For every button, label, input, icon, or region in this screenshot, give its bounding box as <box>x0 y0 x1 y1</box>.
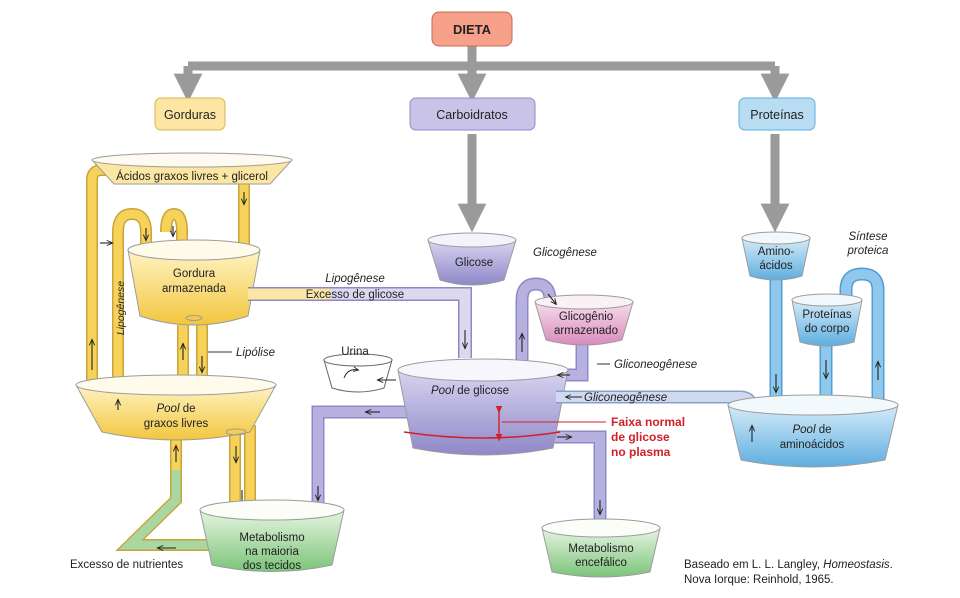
citation-line-2: Nova Iorque: Reinhold, 1965. <box>684 574 834 586</box>
diet-box <box>431 11 513 47</box>
synthesis-label-2: proteica <box>847 245 889 257</box>
glycogen-label-1: Glicogênio <box>559 311 613 323</box>
fat-box <box>154 97 226 131</box>
excess-glucose-label: Excesso de glicose <box>306 289 404 301</box>
fatty-acid-pool-basin <box>75 384 277 441</box>
normal-range-label-2: de glicose <box>611 430 670 444</box>
lipogenesis-label: Lipogênese <box>325 273 384 285</box>
normal-range-label-1: Faixa normal <box>611 415 685 429</box>
protein-label: Proteínas <box>750 108 804 122</box>
tissue-metabolism: Metabolismo na maioria dos tecidos Exces… <box>70 499 345 572</box>
fat-label: Gorduras <box>164 108 216 122</box>
amino-acid-pool-basin <box>727 404 899 468</box>
brain-label-2: encefálico <box>575 557 627 569</box>
fatty-acid-pool-label-2: graxos livres <box>144 418 209 430</box>
synthesis-label-1: Síntese <box>849 231 888 243</box>
fatty-acid-pool-label-1: Pool de <box>156 403 195 415</box>
tissue-metabolism-basin <box>199 509 345 572</box>
stored-fat-label-1: Gordura <box>173 268 216 280</box>
fat-system: Ácidos graxos livres + glicerol Gordura … <box>75 152 294 548</box>
urine-label: Urina <box>341 346 369 358</box>
diet-label: DIETA <box>453 22 492 37</box>
protein-system: Amino- ácidos Proteínas do corpo Síntese… <box>727 231 899 468</box>
urine-dish <box>323 359 393 393</box>
lipogenesis-vertical-label: Lipogênese <box>115 281 127 335</box>
brain-label-1: Metabolismo <box>568 543 633 555</box>
tissue-label-1: Metabolismo <box>239 532 304 544</box>
excess-nutrients-label: Excesso de nutrientes <box>70 559 183 571</box>
normal-range-label-3: no plasma <box>611 445 671 459</box>
brain-metabolism-basin <box>541 527 661 578</box>
free-fatty-acids-label: Ácidos graxos livres + glicerol <box>116 170 268 183</box>
tissue-label-2: na maioria <box>245 546 299 558</box>
body-protein-dish <box>791 299 863 347</box>
carb-flow-arrows <box>318 293 600 514</box>
lipolysis-label: Lipólise <box>236 347 275 359</box>
glycogen-dish <box>534 301 634 346</box>
protein-box <box>738 97 816 131</box>
gluconeogenesis-label-2: Gliconeogênese <box>584 392 667 404</box>
glycogenesis-label: Glicogênese <box>533 247 597 259</box>
carb-box <box>409 97 536 131</box>
gluconeogenesis-label-1: Gliconeogênese <box>614 359 697 371</box>
protein-flow-arrows <box>752 360 878 442</box>
amino-pool-label-1: Pool de <box>792 424 831 436</box>
glucose-dish <box>427 239 517 286</box>
glucose-label: Glicose <box>455 257 493 269</box>
body-protein-label-2: do corpo <box>805 323 850 335</box>
stored-fat-label-2: armazenada <box>162 283 227 295</box>
carb-label: Carboidratos <box>436 108 508 122</box>
glucose-pool-label: Pool de glicose <box>431 385 509 397</box>
diet-distribution-arrows <box>173 44 790 233</box>
body-protein-label-1: Proteínas <box>802 309 851 321</box>
amino-acid-dish <box>741 237 811 281</box>
glucose-pool-basin <box>397 369 569 456</box>
stored-fat-basin <box>127 249 261 326</box>
normal-range-line <box>403 431 561 439</box>
amino-label-1: Amino- <box>758 246 795 258</box>
tissue-label-3: dos tecidos <box>243 560 301 572</box>
amino-label-2: ácidos <box>759 260 792 272</box>
carb-system: Glicose Glicogênio armazenado Glicogênes… <box>311 232 697 578</box>
citation-line-1: Baseado em L. L. Langley, Homeostasis. <box>684 559 893 571</box>
glycogen-label-2: armazenado <box>554 325 618 337</box>
amino-pool-label-2: aminoácidos <box>780 439 845 451</box>
